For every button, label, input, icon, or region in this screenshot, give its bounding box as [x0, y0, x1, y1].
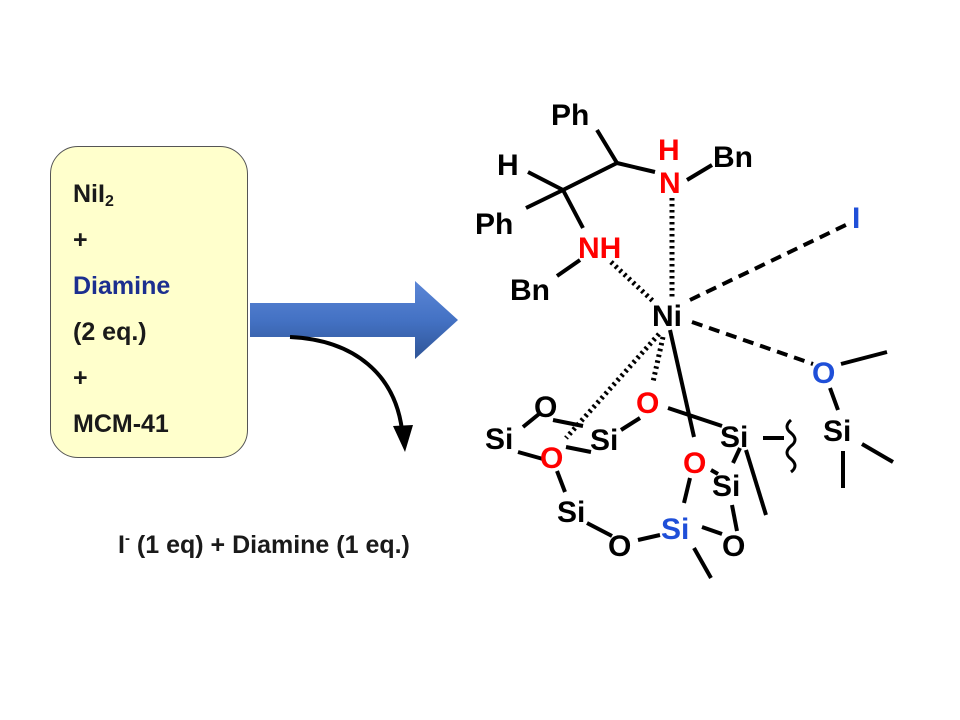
wavy-bond-icon [785, 418, 797, 474]
bond-si-ring-si-lower [731, 447, 742, 464]
bond-si-mid-o-red [565, 445, 592, 454]
label-h-on-n: H [658, 134, 680, 167]
bond-o-right-me [840, 350, 888, 366]
reactant-support: MCM-41 [73, 410, 169, 438]
byproduct-arrow-head [393, 425, 413, 452]
label-o-left-red: O [540, 442, 563, 475]
byproduct-rest: (1 eq) + Diamine (1 eq.) [129, 531, 410, 559]
bond-o-right-si [828, 387, 840, 411]
bond-n-bn [685, 163, 714, 182]
diamine-equivalents: (2 eq.) [73, 318, 147, 346]
plus-sign-1: + [73, 226, 88, 254]
byproduct-label: I- (1 eq) + Diamine (1 eq.) [118, 531, 410, 560]
bond-nh-bn [555, 258, 582, 278]
bond-si-left-o-red [517, 450, 544, 461]
dashed-bond-ni-o-right [691, 320, 814, 366]
bond-o-lower-si-blue [682, 477, 692, 504]
bond-ni-o-lower [668, 329, 696, 438]
bond-o-lower-si-lower [710, 468, 719, 476]
label-ph-left: Ph [475, 208, 513, 241]
label-si-bottom-left: Si [557, 496, 585, 529]
label-h-left: H [497, 149, 519, 182]
bond-si-ring-long [744, 449, 768, 516]
label-bn-top: Bn [713, 141, 753, 174]
label-nickel: Ni [652, 300, 682, 333]
bond-si-bottom-o [586, 521, 613, 538]
bond-ph-top-c1 [595, 128, 619, 165]
iodide-charge: - [124, 530, 130, 547]
bond-c1-c2 [562, 161, 618, 192]
label-o-center: O [636, 387, 659, 420]
label-o-right: O [812, 357, 835, 390]
bond-c1-n [616, 161, 656, 174]
bond-si-left-o [521, 412, 541, 429]
reactant-diamine: Diamine [73, 272, 171, 300]
bond-h-c2 [527, 170, 564, 192]
hashed-bond-nh-ni [609, 260, 656, 304]
label-si-right-ring: Si [720, 421, 748, 454]
label-o-lower: O [683, 447, 706, 480]
label-o-upper-left: O [534, 391, 557, 424]
label-o-bottom-right: O [722, 530, 745, 563]
bond-o-center-si [619, 416, 642, 432]
label-nh: NH [578, 232, 621, 265]
iodide-symbol: I [118, 531, 125, 559]
bond-si-right-me1 [860, 442, 895, 464]
bond-o-red-si-bottom [555, 470, 567, 493]
label-ph-top: Ph [551, 99, 589, 132]
reaction-arrow [250, 281, 458, 359]
hashed-bond-ni-o-red [564, 332, 661, 440]
reactant-nickel-iodide: NiI2 [73, 171, 247, 217]
bond-si-blue-me [692, 547, 713, 579]
reactants-box: NiI2 + Diamine (2 eq.) + MCM-41 [50, 146, 248, 458]
label-si-mid: Si [590, 424, 618, 457]
bond-o-si-blue [637, 533, 661, 542]
bond-c2-nh [561, 189, 585, 229]
bond-c2-ph-left [525, 188, 564, 210]
label-iodine: I [852, 202, 860, 235]
byproduct-curved-arrow [289, 335, 404, 431]
label-bn-left: Bn [510, 274, 550, 307]
label-si-lower-right: Si [712, 470, 740, 503]
label-n-top: N [659, 167, 681, 200]
label-si-right: Si [823, 415, 851, 448]
plus-sign-2: + [73, 364, 88, 392]
hashed-bond-ni-o-center [650, 336, 666, 383]
nickel-iodide-subscript: 2 [104, 193, 114, 210]
label-si-bottom-blue: Si [661, 513, 689, 546]
nickel-iodide-formula: NiI [73, 180, 105, 208]
dashed-bond-ni-iodine [689, 220, 853, 302]
bond-o-center-si-right [667, 406, 723, 428]
label-o-bottom-left: O [608, 530, 631, 563]
bond-o-right-si-lower [730, 504, 739, 532]
bond-si-blue-o-right [701, 525, 723, 536]
label-si-left: Si [485, 423, 513, 456]
